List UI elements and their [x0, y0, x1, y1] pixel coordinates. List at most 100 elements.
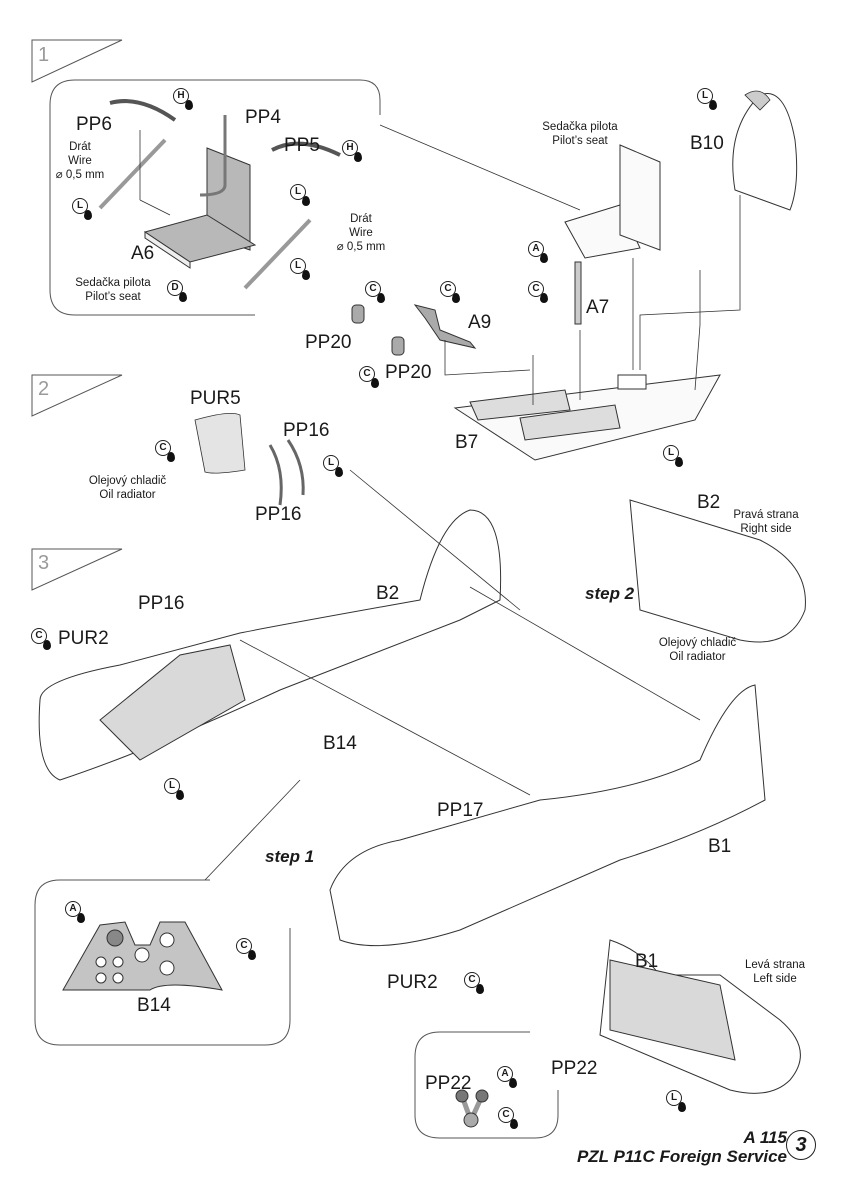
pp20-part-b	[391, 336, 405, 356]
oil-radiator-note-en: Oil radiator	[99, 489, 156, 501]
kit-title: PZL P11C Foreign Service	[576, 1147, 787, 1166]
oil-radiator-note-cz: Olejový chladič	[88, 475, 167, 487]
paint-callout-c: C	[440, 281, 456, 297]
step3-number: 3	[38, 552, 50, 574]
part-label-a9: A9	[468, 312, 492, 333]
b2-right-detail	[629, 499, 806, 643]
part-label-b14: B14	[323, 733, 357, 754]
part-label-b10: B10	[690, 133, 724, 154]
paint-callout-l: L	[697, 88, 713, 104]
part-label-b1-left: B1	[635, 951, 659, 972]
part-label-pur2: PUR2	[58, 628, 109, 649]
oil-radiator-note-step2: Olejový chladič Oil radiator	[645, 636, 750, 664]
part-label-pp5: PP5	[284, 135, 320, 156]
paint-drop-icon	[371, 378, 379, 388]
step2-number: 2	[38, 378, 50, 400]
left-side-note: Levá strana Left side	[735, 958, 815, 986]
page-number: 3	[786, 1130, 816, 1160]
paint-callout-d: D	[167, 280, 183, 296]
right-side-note-en: Right side	[740, 523, 792, 535]
paint-callout-a: A	[528, 241, 544, 257]
part-label-b1: B1	[708, 836, 732, 857]
wire-note-left-diameter: ⌀ 0,5 mm	[55, 169, 105, 181]
paint-callout-l: L	[323, 455, 339, 471]
wire-note-right-diameter: ⌀ 0,5 mm	[336, 241, 386, 253]
part-label-b14-panel: B14	[137, 995, 171, 1016]
paint-drop-icon	[302, 270, 310, 280]
part-label-b2: B2	[376, 583, 400, 604]
b2-interior	[99, 644, 246, 761]
part-label-a7: A7	[586, 297, 610, 318]
step1-flag	[31, 39, 123, 83]
paint-drop-icon	[510, 1119, 518, 1129]
seat-assembled-note-en: Pilot’s seat	[552, 135, 608, 147]
paint-drop-icon	[77, 913, 85, 923]
left-side-note-cz: Levá strana	[744, 959, 806, 971]
wire-note-left-en: Wire	[68, 155, 92, 167]
part-label-pp22: PP22	[551, 1058, 598, 1079]
part-label-pp22-detail: PP22	[425, 1073, 472, 1094]
paint-drop-icon	[185, 100, 193, 110]
kit-code: A 115	[743, 1128, 787, 1147]
pp22-knob-a	[455, 1089, 469, 1103]
paint-callout-h: H	[173, 88, 189, 104]
paint-drop-icon	[509, 1078, 517, 1088]
wire-note-left-cz: Drát	[69, 141, 91, 153]
paint-drop-icon	[248, 950, 256, 960]
paint-callout-c: C	[155, 440, 171, 456]
step1-number: 1	[38, 44, 50, 66]
wire-note-right-en: Wire	[349, 227, 373, 239]
paint-callout-c: C	[464, 972, 480, 988]
paint-callout-c: C	[31, 628, 47, 644]
paint-callout-c: C	[528, 281, 544, 297]
paint-callout-l: L	[72, 198, 88, 214]
paint-callout-c: C	[359, 366, 375, 382]
pp22-base	[463, 1112, 479, 1128]
section1-frame	[49, 79, 381, 316]
paint-drop-icon	[540, 253, 548, 263]
oil-radiator-note-step2-cz: Olejový chladič	[658, 637, 737, 649]
paint-drop-icon	[167, 452, 175, 462]
seat-detail-note-cz: Sedačka pilota	[75, 277, 151, 289]
part-label-pp16: PP16	[283, 420, 330, 441]
paint-drop-icon	[476, 984, 484, 994]
part-label-pp17: PP17	[437, 800, 484, 821]
part-label-pur2-b: PUR2	[387, 972, 438, 993]
part-label-pp16: PP16	[138, 593, 185, 614]
step2-label: step 2	[585, 584, 635, 603]
right-side-note: Pravá strana Right side	[726, 508, 806, 536]
pp16-strip	[268, 444, 283, 506]
seat-detail-note-en: Pilot’s seat	[85, 291, 141, 303]
paint-callout-l: L	[663, 445, 679, 461]
paint-callout-l: L	[666, 1090, 682, 1106]
paint-drop-icon	[452, 293, 460, 303]
right-side-note-cz: Pravá strana	[733, 509, 799, 521]
paint-callout-l: L	[290, 258, 306, 274]
part-label-pp6: PP6	[76, 114, 112, 135]
part-label-pp16-b: PP16	[255, 504, 302, 525]
paint-callout-c: C	[498, 1107, 514, 1123]
a9-part	[413, 304, 477, 349]
paint-drop-icon	[675, 457, 683, 467]
seat-detail-note: Sedačka pilota Pilot’s seat	[68, 276, 158, 304]
a7-rod	[574, 261, 582, 325]
seat-assembled-note-cz: Sedačka pilota	[542, 121, 618, 133]
paint-callout-c: C	[236, 938, 252, 954]
part-label-pp20-b: PP20	[385, 362, 432, 383]
paint-callout-h: H	[342, 140, 358, 156]
seat-assembled-note: Sedačka pilota Pilot’s seat	[535, 120, 625, 148]
paint-drop-icon	[709, 100, 717, 110]
part-label-pur5: PUR5	[190, 388, 241, 409]
pp20-part	[351, 304, 365, 324]
wire-note-right-cz: Drát	[350, 213, 372, 225]
pp16-strip-b	[286, 439, 305, 496]
step1-label: step 1	[265, 847, 315, 866]
paint-callout-l: L	[164, 778, 180, 794]
part-label-pp4: PP4	[245, 107, 281, 128]
pp22-detail-frame	[414, 1031, 559, 1139]
paint-drop-icon	[302, 196, 310, 206]
paint-drop-icon	[176, 790, 184, 800]
paint-callout-c: C	[365, 281, 381, 297]
paint-drop-icon	[354, 152, 362, 162]
paint-drop-icon	[540, 293, 548, 303]
